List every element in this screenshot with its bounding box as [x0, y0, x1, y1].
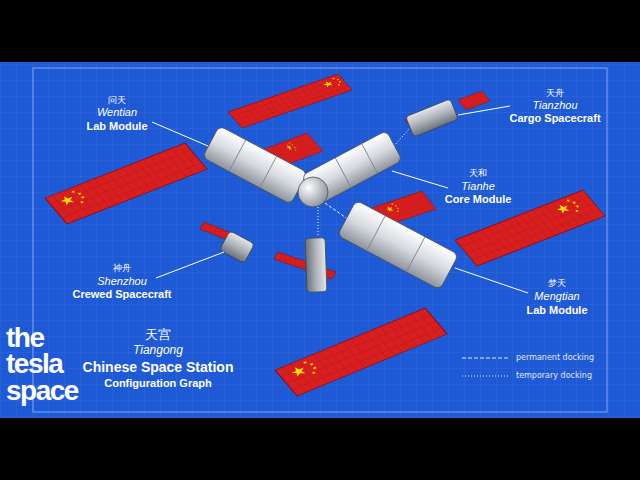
tianzhou-spacecraft: [406, 99, 459, 137]
module-type: Lab Module: [526, 304, 587, 317]
solar-panel: [553, 197, 583, 217]
shenzhou-spacecraft: [219, 231, 254, 264]
solar-panel: [383, 202, 401, 214]
module-type: Core Module: [445, 193, 512, 206]
module-name: Shenzhou: [97, 275, 147, 288]
blueprint-ground: [0, 62, 640, 418]
logo-word: the: [6, 324, 44, 352]
top-band: [0, 0, 640, 62]
module-type: Lab Module: [86, 120, 147, 133]
mengtian-module: [337, 200, 458, 290]
solar-panel: [45, 143, 207, 224]
solar-panel: [228, 74, 352, 128]
leader-line: [392, 171, 448, 188]
chinese-name: 神舟: [113, 263, 131, 273]
legend-text: temporary docking: [516, 371, 592, 380]
shenzhou-spacecraft: [305, 238, 327, 293]
shenzhou-spacecraft: [219, 231, 254, 264]
mengtian-module: [367, 216, 426, 272]
solar-panel: [45, 143, 207, 224]
tianzhou-spacecraft: [406, 99, 459, 137]
solar-panel: [284, 141, 299, 152]
mengtian-module: [337, 200, 458, 290]
module-name: Wentian: [97, 106, 137, 119]
tianhe-module: [335, 144, 377, 188]
leader-line: [152, 106, 528, 293]
legend-line-sample: [462, 358, 510, 359]
solar-panel: [228, 74, 352, 128]
solar-panel: [287, 359, 321, 381]
solar-panel: [56, 188, 88, 209]
wentian-module: [202, 126, 307, 205]
chinese-name: 问天: [108, 95, 126, 105]
blueprint-frame: [33, 68, 607, 412]
chinese-name: 梦天: [548, 278, 566, 288]
logo-word: space: [6, 377, 78, 405]
docking-node: [298, 177, 328, 207]
title-name: Tiangong: [133, 344, 183, 358]
chinese-name: 天舟: [546, 88, 564, 98]
logo-word: tesla: [6, 350, 62, 378]
legend-text: permanent docking: [516, 353, 594, 362]
leader-line: [152, 122, 208, 146]
solar-panel: [458, 91, 490, 110]
solar-panel: [320, 76, 344, 90]
wentian-module: [229, 140, 277, 188]
chinese-title: 天宫: [145, 328, 171, 343]
module-name: Mengtian: [534, 290, 579, 303]
blueprint-grid: [0, 62, 640, 418]
module-name: Tianzhou: [532, 99, 577, 112]
wentian-module: [202, 126, 307, 205]
chinese-name: 天和: [469, 168, 487, 178]
docking-link: [318, 207, 319, 236]
module-type: Crewed Spacecraft: [72, 288, 171, 301]
leader-line: [458, 106, 510, 115]
module-type: Cargo Spacecraft: [509, 112, 600, 125]
leader-line: [156, 252, 224, 278]
docking-link: [394, 128, 410, 146]
solar-panel: [275, 308, 447, 396]
bottom-band: [0, 418, 640, 480]
subtitle: Configuration Graph: [104, 377, 212, 390]
legend-line-sample: [462, 376, 510, 377]
shenzhou-spacecraft: [305, 238, 327, 293]
solar-panel: [275, 308, 447, 396]
module-name: Tianhe: [461, 180, 495, 193]
diagram-title: Chinese Space Station: [83, 359, 234, 375]
solar-panel: [458, 91, 490, 110]
leader-line: [455, 268, 528, 293]
